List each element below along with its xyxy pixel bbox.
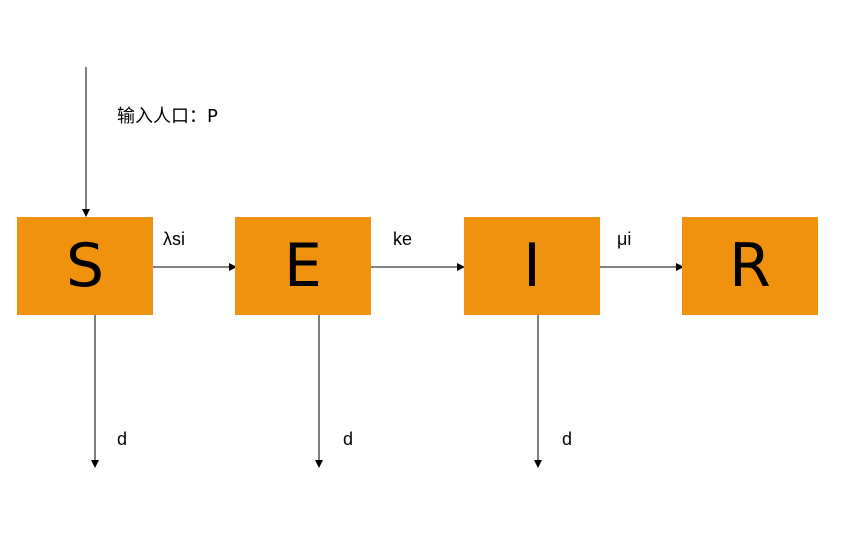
- transition-label-i-r: μi: [617, 229, 632, 249]
- compartment-e: E: [235, 217, 371, 315]
- compartment-i: I: [464, 217, 600, 315]
- outflow-label-s: d: [117, 429, 128, 449]
- compartment-r: R: [682, 217, 818, 315]
- transition-label-s-e: λsi: [163, 229, 185, 249]
- outflow-label-i: d: [562, 429, 573, 449]
- outflow-label-e: d: [343, 429, 354, 449]
- compartment-e-letter: E: [284, 231, 322, 301]
- transition-label-e-i: ke: [393, 229, 413, 249]
- compartment-s-letter: S: [65, 231, 105, 301]
- compartment-r-letter: R: [729, 231, 771, 301]
- compartment-s: S: [17, 217, 153, 315]
- compartment-i-letter: I: [523, 231, 541, 301]
- input-population-label: 输入人口：P: [117, 106, 218, 127]
